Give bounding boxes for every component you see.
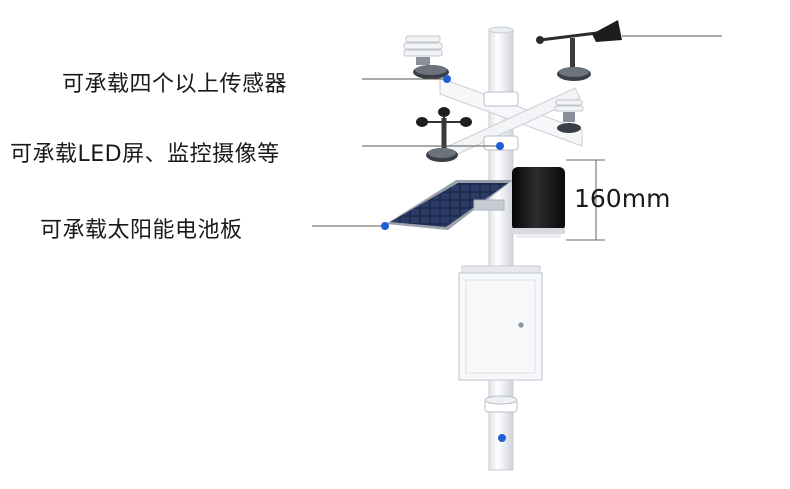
wind-vane <box>536 20 622 81</box>
cabinet-lock <box>518 322 524 328</box>
label-led: 可承载LED屏、监控摄像等 <box>10 142 280 167</box>
marker-solar <box>381 222 389 230</box>
dimension-bracket <box>566 159 605 241</box>
anemometer <box>416 107 472 162</box>
control-cabinet <box>458 265 543 381</box>
dimension-label: 160mm <box>574 184 671 213</box>
marker-pole-base <box>498 434 506 442</box>
small-sensor-shield <box>554 99 584 133</box>
marker-sensors <box>443 75 451 83</box>
louver-sensor-shield <box>403 35 449 79</box>
solar-panel <box>386 180 513 230</box>
pole-clamp-lower <box>484 395 518 413</box>
pole-top <box>488 26 514 34</box>
label-sensors: 可承载四个以上传感器 <box>62 72 288 97</box>
pole-clamp-upper <box>483 91 519 107</box>
marker-led <box>496 142 504 150</box>
battery-enclosure <box>512 167 565 238</box>
label-solar: 可承载太阳能电池板 <box>40 218 243 243</box>
